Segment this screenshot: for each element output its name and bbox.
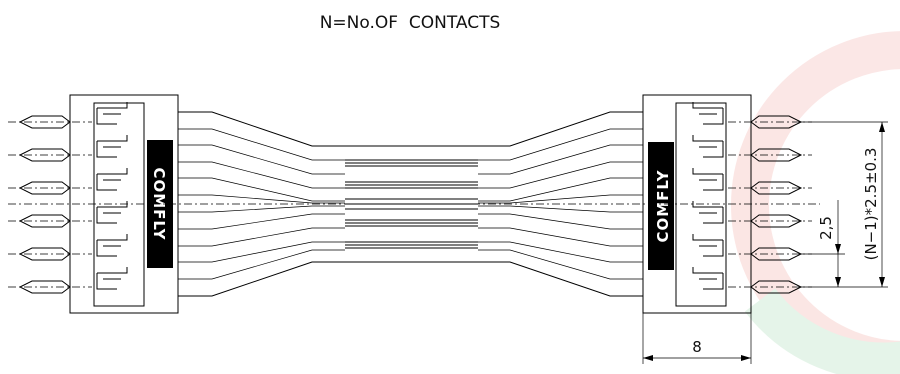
drawing-title: N=No.OF CONTACTS [320,13,501,33]
housing-width-label: 8 [692,338,702,356]
right-brand-plate [648,142,674,270]
ribbon-cable [178,111,643,297]
pitch-dimension-label: 2,5 [817,216,835,240]
span-dimension-label: (N−1)*2.5±0.3 [862,148,880,261]
left-pins [8,115,92,294]
watermark-logo [731,31,900,374]
dimension-lines [642,121,888,364]
right-contact-slots [692,102,724,290]
left-contact-slots [96,102,128,290]
right-brand-label: COMFLY [654,169,672,242]
